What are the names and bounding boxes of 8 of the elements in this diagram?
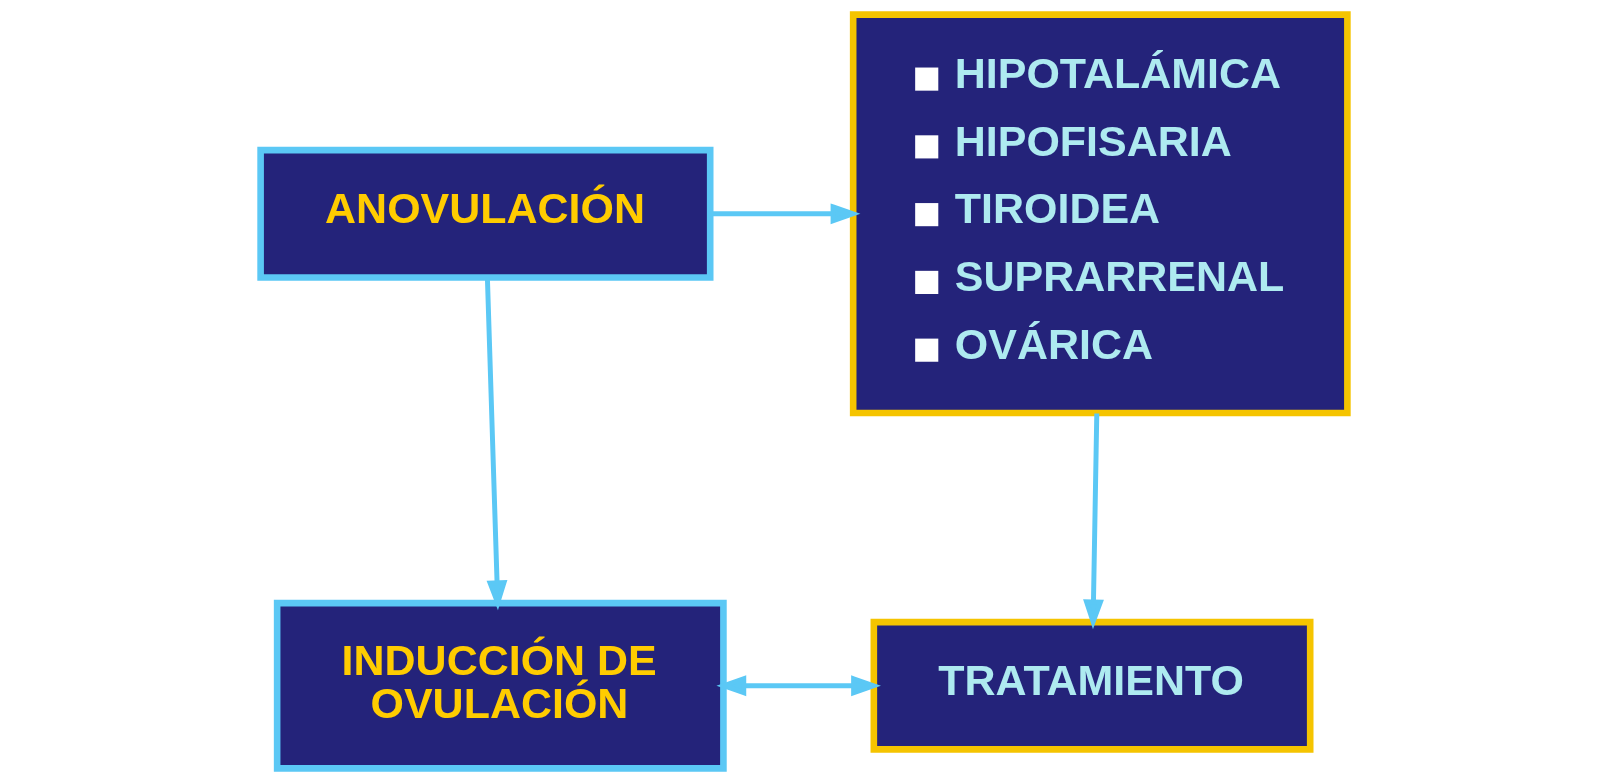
- node-box: HIPOTALÁMICA HIPOFISARIA TIROIDEA SUPRARRENAL OVÁRICA: [849, 11, 1351, 417]
- arrow: [1083, 413, 1104, 630]
- arrow: [710, 203, 861, 225]
- node-box: TRATAMIENTO: [870, 618, 1314, 753]
- arrow: [716, 675, 881, 697]
- arrow: [484, 277, 508, 611]
- node-box: INDUCCIÓN DE OVULACIÓN: [273, 599, 727, 772]
- node-box: ANOVULACIÓN: [257, 146, 714, 281]
